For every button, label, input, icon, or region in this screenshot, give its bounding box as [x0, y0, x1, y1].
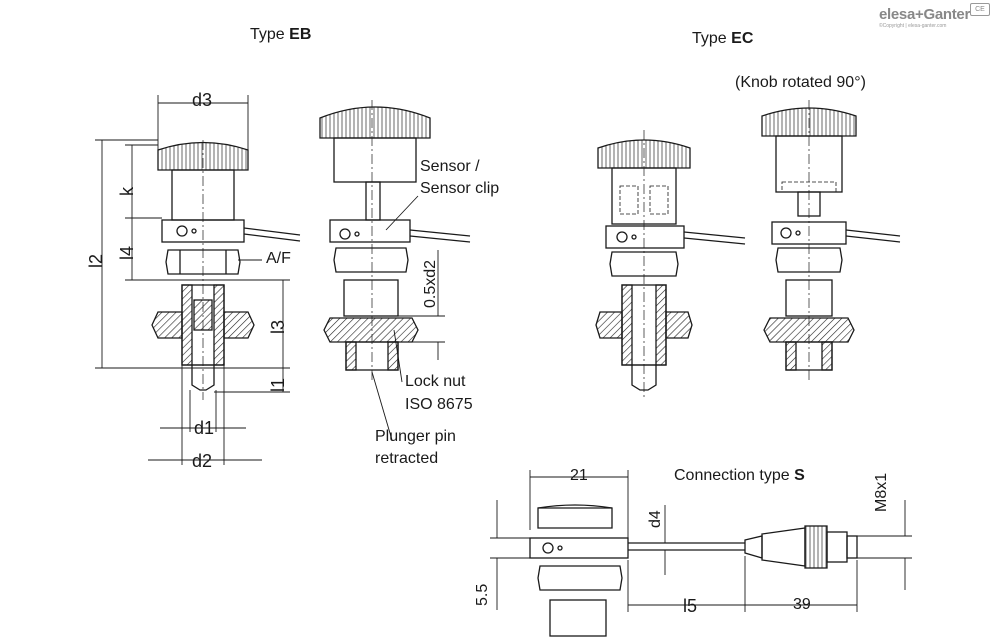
dim-l1: l1: [268, 377, 288, 392]
ce-badge: CE: [970, 3, 990, 16]
type-ec-code: EC: [731, 30, 754, 47]
dim-m8x1: M8x1: [873, 472, 890, 512]
callout-plunger-2: retracted: [375, 450, 439, 467]
callout-plunger-1: Plunger pin: [375, 428, 456, 445]
callout-sensor-1: Sensor /: [420, 158, 480, 175]
knob-note: (Knob rotated 90°): [735, 74, 866, 91]
type-ec-title: Type EC: [692, 30, 753, 48]
dim-d4: d4: [647, 510, 664, 528]
dim-af: A/F: [266, 250, 291, 267]
dim-d3: d3: [192, 90, 213, 110]
callout-sensor-2: Sensor clip: [420, 180, 500, 197]
dim-k: k: [117, 187, 137, 196]
callout-locknut-2: ISO 8675: [405, 396, 473, 413]
connection-title: Connection type S: [674, 467, 805, 485]
callout-locknut-1: Lock nut: [405, 373, 466, 390]
dim-d1: d1: [194, 418, 215, 438]
type-eb-title: Type EB: [250, 26, 311, 44]
type-ec-prefix: Type: [692, 30, 732, 47]
connection-code: S: [794, 467, 805, 484]
brand-name: elesa+Ganter: [878, 6, 970, 23]
eb-side-view: [319, 100, 431, 380]
connection-s-view: [529, 504, 858, 637]
connection-prefix: Connection type: [674, 467, 795, 484]
dim-d2: d2: [192, 451, 213, 471]
dim-half-d2: 0.5xd2: [422, 259, 439, 308]
type-eb-prefix: Type: [250, 26, 290, 43]
eb-front-view: [151, 140, 255, 400]
dim-l4: l4: [117, 245, 137, 260]
dim-l5: l5: [683, 596, 698, 616]
brand-logo: elesa+Ganter ©Copyright | elesa-ganter.c…: [879, 6, 970, 29]
dim-39: 39: [793, 596, 811, 613]
type-eb-code: EB: [289, 26, 312, 43]
dim-l2: l2: [86, 253, 106, 268]
ec-side-view: [761, 100, 857, 380]
dim-21: 21: [570, 467, 588, 484]
dim-5-5: 5.5: [474, 583, 491, 606]
ec-front-view: [595, 130, 693, 400]
dim-l3: l3: [268, 319, 288, 334]
brand-copyright: ©Copyright | elesa-ganter.com: [878, 23, 947, 29]
